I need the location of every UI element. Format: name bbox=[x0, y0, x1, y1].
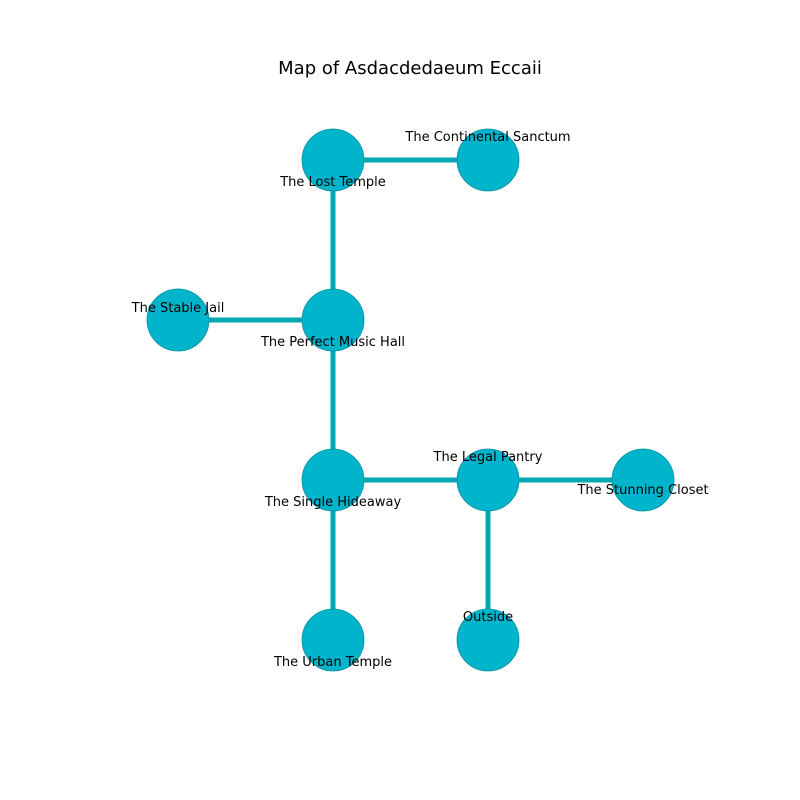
node-perfect-music-hall bbox=[301, 288, 365, 352]
node-stunning-closet bbox=[611, 448, 675, 512]
node-outside bbox=[456, 608, 520, 672]
node-label-continental-sanctum: The Continental Sanctum bbox=[404, 130, 570, 145]
node-label-lost-temple: The Lost Temple bbox=[279, 175, 386, 190]
node-urban-temple bbox=[301, 608, 365, 672]
map-title: Map of Asdacdedaeum Eccaii bbox=[278, 58, 542, 79]
node-single-hideaway bbox=[301, 448, 365, 512]
node-label-stunning-closet: The Stunning Closet bbox=[576, 483, 708, 498]
node-label-stable-jail: The Stable Jail bbox=[131, 301, 225, 316]
node-label-outside: Outside bbox=[463, 610, 513, 625]
node-lost-temple bbox=[301, 128, 365, 192]
node-label-single-hideaway: The Single Hideaway bbox=[264, 495, 402, 510]
node-label-perfect-music-hall: The Perfect Music Hall bbox=[260, 335, 405, 350]
edges-layer bbox=[178, 157, 643, 640]
node-continental-sanctum bbox=[456, 128, 520, 192]
labels-layer: The Lost Temple The Continental SanctumTh… bbox=[131, 130, 709, 670]
node-stable-jail bbox=[146, 288, 210, 352]
node-label-urban-temple: The Urban Temple bbox=[273, 655, 392, 670]
nodes-layer bbox=[146, 128, 675, 672]
node-legal-pantry bbox=[456, 448, 520, 512]
node-label-legal-pantry: The Legal Pantry bbox=[433, 450, 543, 465]
